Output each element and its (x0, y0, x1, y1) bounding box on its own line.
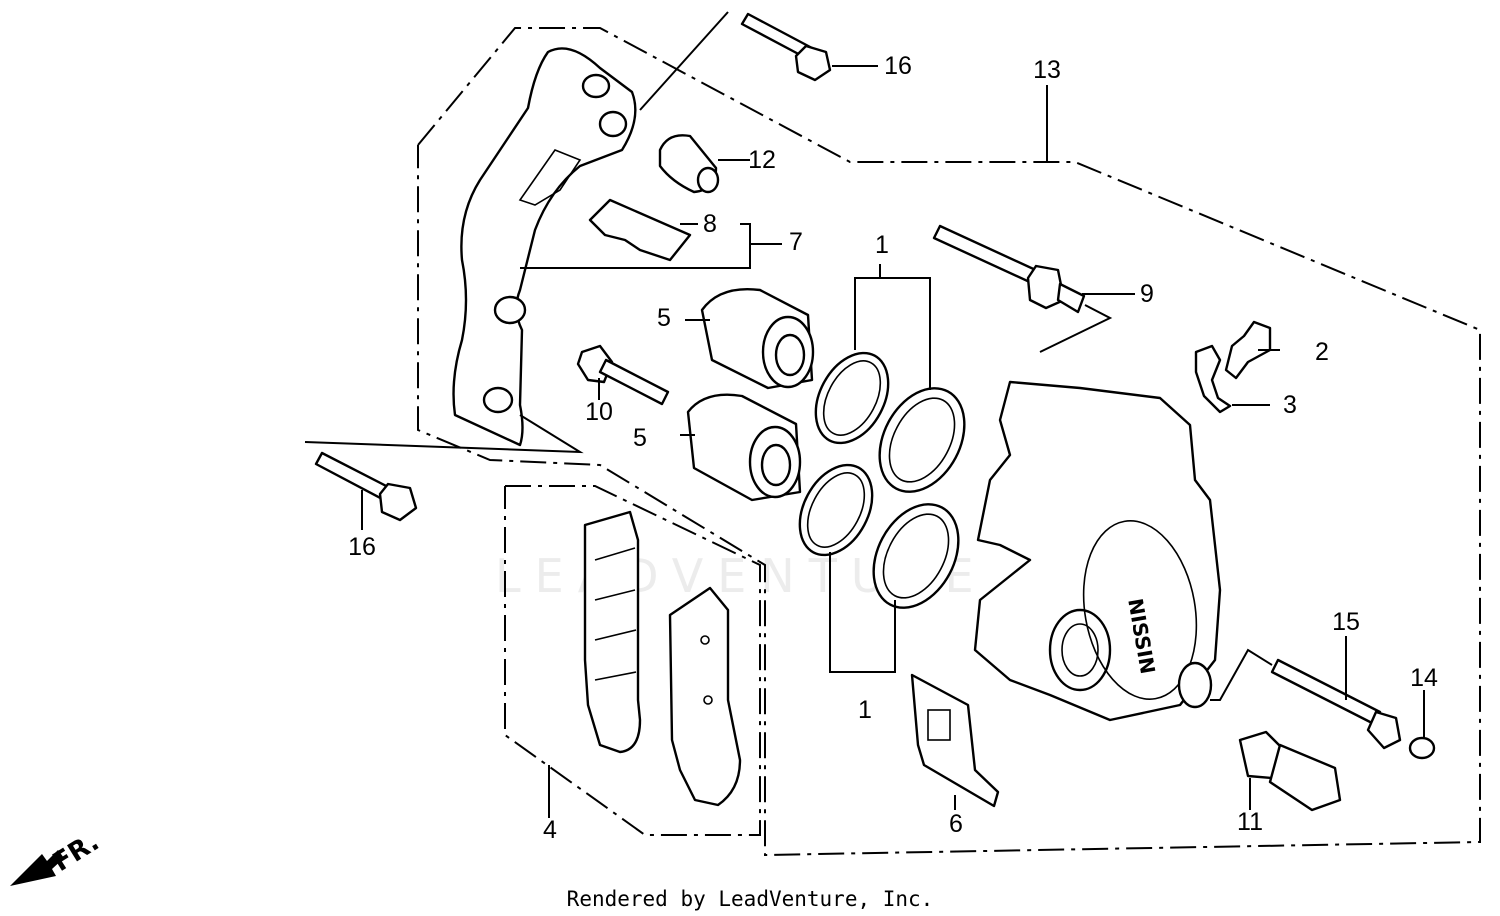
callout-16-left: 16 (348, 533, 376, 561)
pad-set-boundary (504, 485, 761, 836)
callout-11: 11 (1237, 808, 1263, 836)
pad-pin-15 (1270, 658, 1402, 750)
brake-pad-outer (668, 586, 742, 807)
callout-14: 14 (1410, 664, 1438, 692)
boot-12 (658, 134, 720, 194)
callout-1-top: 1 (875, 231, 889, 259)
pad-retainer-6 (910, 673, 1000, 808)
caliper-bracket (452, 47, 637, 447)
direction-label: FR. (48, 827, 105, 878)
callout-15: 15 (1332, 608, 1360, 636)
assembly-13-boundary (417, 27, 1481, 857)
pin-bolt-11 (1238, 730, 1342, 812)
callout-7: 7 (789, 228, 803, 256)
piston-seals-1 (798, 351, 966, 609)
slide-pin-9 (932, 224, 1086, 314)
brake-pad-inner (583, 510, 642, 754)
callout-8: 8 (703, 210, 717, 238)
callout-1-bottom: 1 (858, 696, 872, 724)
pin-plug-14 (1408, 736, 1436, 760)
callout-9: 9 (1140, 280, 1154, 308)
callout-4: 4 (543, 816, 557, 844)
leader-lines (304, 11, 1425, 818)
callout-3: 3 (1283, 391, 1297, 419)
caliper-body: NISSIN (973, 380, 1222, 722)
bolt-16-top (740, 12, 832, 82)
piston-5-upper (700, 288, 815, 390)
bleeder-valve-2 (1224, 320, 1272, 380)
callout-5-upper: 5 (657, 304, 671, 332)
callout-6: 6 (949, 810, 963, 838)
callout-12: 12 (748, 146, 776, 174)
callout-16-top: 16 (884, 52, 912, 80)
footer-credit: Rendered by LeadVenture, Inc. (567, 887, 934, 911)
piston-5-lower (686, 393, 802, 502)
front-direction-arrow: FR. (10, 827, 105, 886)
callout-5-lower: 5 (633, 424, 647, 452)
bolt-16-left (314, 451, 418, 522)
callouts: 1 1 2 3 4 5 5 6 7 8 9 10 11 12 13 14 15 … (348, 52, 1438, 844)
pin-bolt-10 (576, 344, 670, 406)
callout-10: 10 (585, 398, 613, 426)
callout-13: 13 (1033, 56, 1061, 84)
pad-spring-clip-8 (588, 198, 692, 262)
callout-2: 2 (1315, 338, 1329, 366)
bleeder-cap-3 (1194, 344, 1232, 414)
